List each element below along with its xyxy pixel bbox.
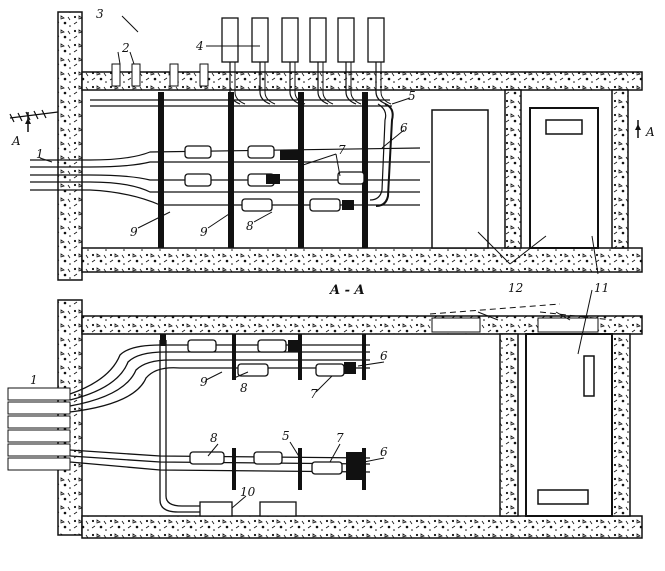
callout-3: 3: [96, 7, 104, 21]
left-wall-upper: [57, 11, 83, 281]
cable-joints-lower: [187, 339, 362, 480]
roof-inserts: [111, 63, 209, 87]
partition-wall-upper-2: [611, 89, 629, 249]
callout-9-upper-b: 9: [200, 225, 208, 239]
partition-wall-upper-1: [504, 89, 522, 249]
callout-12: 12: [508, 281, 523, 295]
callout-1-upper: 1: [36, 147, 44, 161]
door-lower: [525, 333, 613, 517]
section-mark-left: A: [11, 134, 21, 148]
cable-bundle-lower: [7, 387, 71, 471]
section-view: [7, 289, 643, 539]
callout-8-lower-b: 8: [210, 431, 218, 445]
door-plate-lower-side: [583, 355, 595, 397]
callout-10: 10: [240, 485, 256, 499]
floor-block-2: [259, 501, 297, 517]
callout-6-lower-a: 6: [380, 349, 388, 363]
cable-joints-upper: [184, 145, 365, 212]
section-title: A - A: [328, 283, 365, 298]
callout-labels: 3 2 4 5 6 1 7 9 9 8 12 11 A - A 1 6 9 8 …: [30, 7, 609, 499]
callout-1-lower: 1: [30, 373, 38, 387]
door-plate-upper: [545, 119, 583, 135]
upper-view: A A: [9, 11, 655, 281]
roof-hatch-2: [537, 317, 599, 333]
floor-slab-upper: [81, 247, 643, 273]
ceiling-slab-upper: [81, 71, 643, 91]
cable-supports-lower: [160, 334, 366, 490]
roof-hatch-1: [431, 317, 481, 333]
callout-8-lower-a: 8: [240, 381, 248, 395]
floor-block-1: [199, 501, 233, 517]
cable-terminations: [221, 17, 392, 105]
callout-6-upper: 6: [400, 121, 408, 135]
section-mark-right: A: [645, 125, 655, 139]
callout-9-upper-a: 9: [130, 225, 138, 239]
door-upper-left: [431, 109, 489, 249]
partition-wall-lower: [499, 333, 519, 517]
callout-7-lower-a: 7: [310, 387, 318, 401]
callout-7-lower-b: 7: [336, 431, 344, 445]
right-wall-lower: [611, 333, 631, 517]
incoming-cables-upper: [30, 147, 430, 206]
door-plate-lower-bottom: [537, 489, 589, 505]
callout-5-lower: 5: [282, 429, 290, 443]
callout-6-lower-b: 6: [380, 445, 388, 459]
callout-4: 4: [195, 39, 204, 53]
callout-11: 11: [594, 281, 609, 295]
callout-8-upper: 8: [246, 219, 254, 233]
cable-supports-upper: [158, 92, 368, 248]
floor-slab-lower: [81, 515, 643, 539]
callout-7-upper: 7: [338, 143, 346, 157]
callout-2: 2: [121, 41, 130, 55]
callout-5-upper: 5: [408, 89, 416, 103]
callout-9-lower: 9: [200, 375, 208, 389]
